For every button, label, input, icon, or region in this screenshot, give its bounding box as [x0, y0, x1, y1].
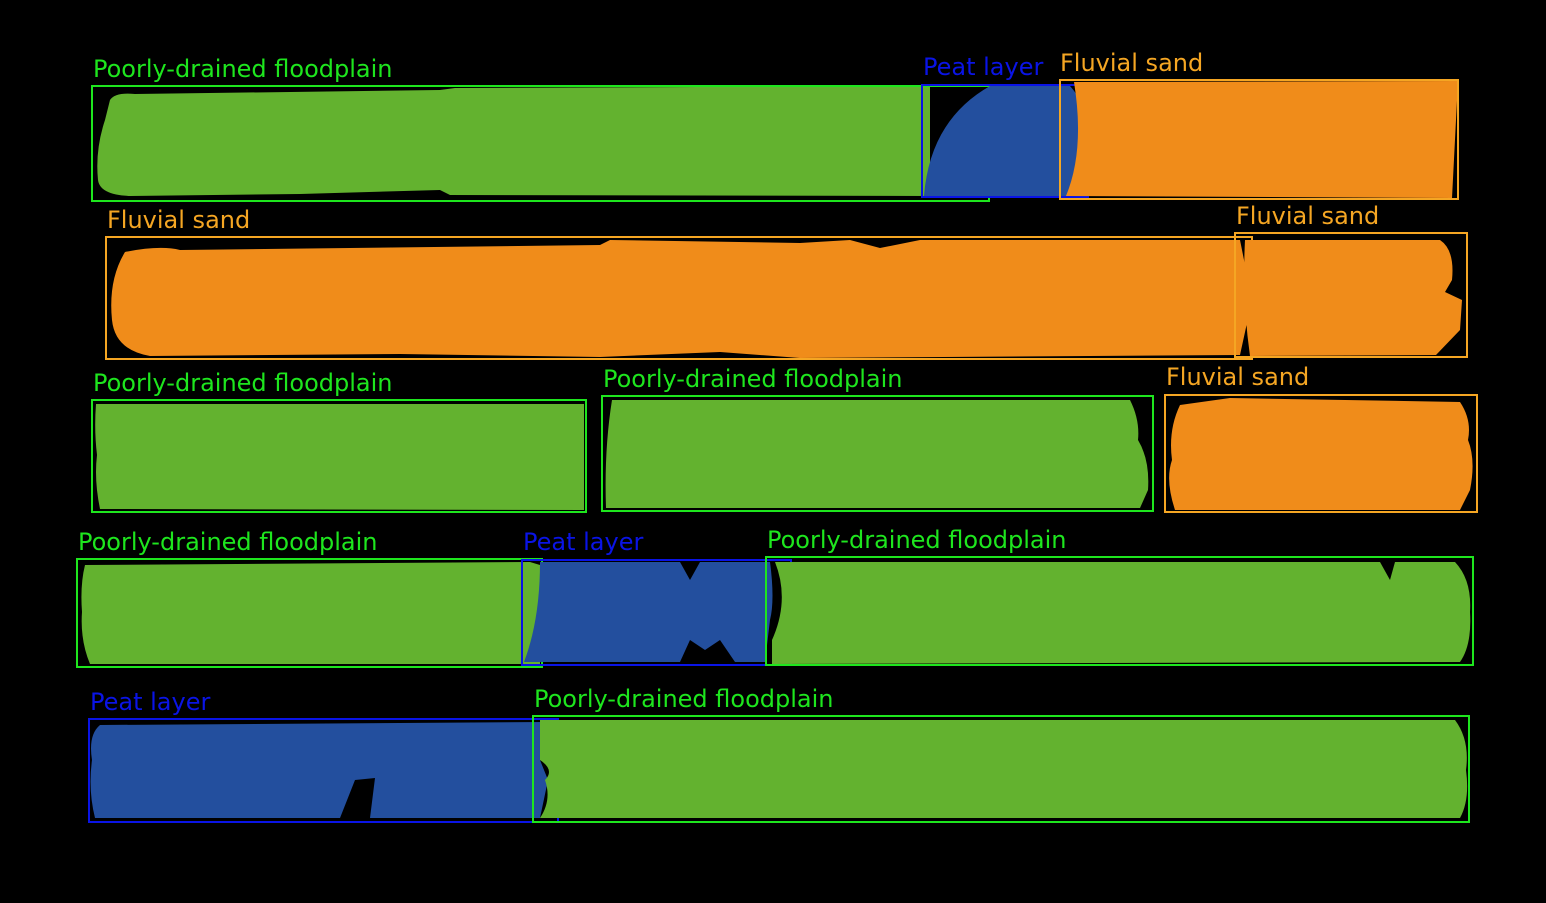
box-r3-floodplain-b [601, 395, 1154, 512]
mask-r1-floodplain [97, 86, 931, 196]
mask-r3-sand [1169, 398, 1473, 510]
segment-r4-peat[interactable]: Peat layer [521, 528, 792, 666]
mask-r4-floodplain-a [81, 562, 540, 664]
segment-r4-floodplain-a[interactable]: Poorly-drained floodplain [76, 528, 543, 668]
label-r1-peat: Peat layer [923, 53, 1043, 81]
label-r3-floodplain-a: Poorly-drained floodplain [93, 369, 392, 397]
segment-r5-floodplain[interactable]: Poorly-drained floodplain [532, 685, 1470, 823]
box-r3-floodplain-a [91, 399, 587, 513]
box-r2-sand-b [1234, 232, 1468, 358]
mask-r3-floodplain-a [95, 404, 584, 510]
segment-r3-sand[interactable]: Fluvial sand [1164, 363, 1478, 513]
mask-r2-sand-a [111, 240, 1253, 358]
segment-r3-floodplain-a[interactable]: Poorly-drained floodplain [91, 369, 587, 513]
mask-r3-floodplain-b [605, 400, 1149, 508]
label-r2-sand-a: Fluvial sand [107, 206, 250, 234]
label-r4-floodplain-a: Poorly-drained floodplain [78, 528, 377, 556]
box-r3-sand [1164, 394, 1478, 513]
segment-r4-floodplain-b[interactable]: Poorly-drained floodplain [765, 526, 1474, 666]
box-r1-sand [1059, 79, 1459, 200]
box-r5-floodplain [532, 715, 1470, 823]
segment-r1-sand[interactable]: Fluvial sand [1059, 49, 1459, 200]
mask-r1-peat [924, 86, 1087, 196]
mask-r5-peat [90, 722, 548, 818]
segment-r3-floodplain-b[interactable]: Poorly-drained floodplain [601, 365, 1154, 512]
label-r3-floodplain-b: Poorly-drained floodplain [603, 365, 902, 393]
mask-r4-floodplain-b [772, 562, 1471, 664]
label-r1-floodplain: Poorly-drained floodplain [93, 55, 392, 83]
label-r3-sand: Fluvial sand [1166, 363, 1309, 391]
mask-r2-sand-b [1244, 240, 1462, 356]
label-r5-floodplain: Poorly-drained floodplain [534, 685, 833, 713]
label-r4-peat: Peat layer [523, 528, 643, 556]
label-r2-sand-b: Fluvial sand [1236, 202, 1379, 230]
label-r5-peat: Peat layer [90, 688, 210, 716]
label-r1-sand: Fluvial sand [1060, 49, 1203, 77]
mask-r5-floodplain [540, 720, 1468, 818]
mask-r4-peat [524, 562, 773, 662]
box-r4-floodplain-b [765, 556, 1474, 666]
label-r4-floodplain-b: Poorly-drained floodplain [767, 526, 1066, 554]
mask-r1-sand [1066, 81, 1458, 198]
segment-r2-sand-b[interactable]: Fluvial sand [1234, 202, 1468, 358]
